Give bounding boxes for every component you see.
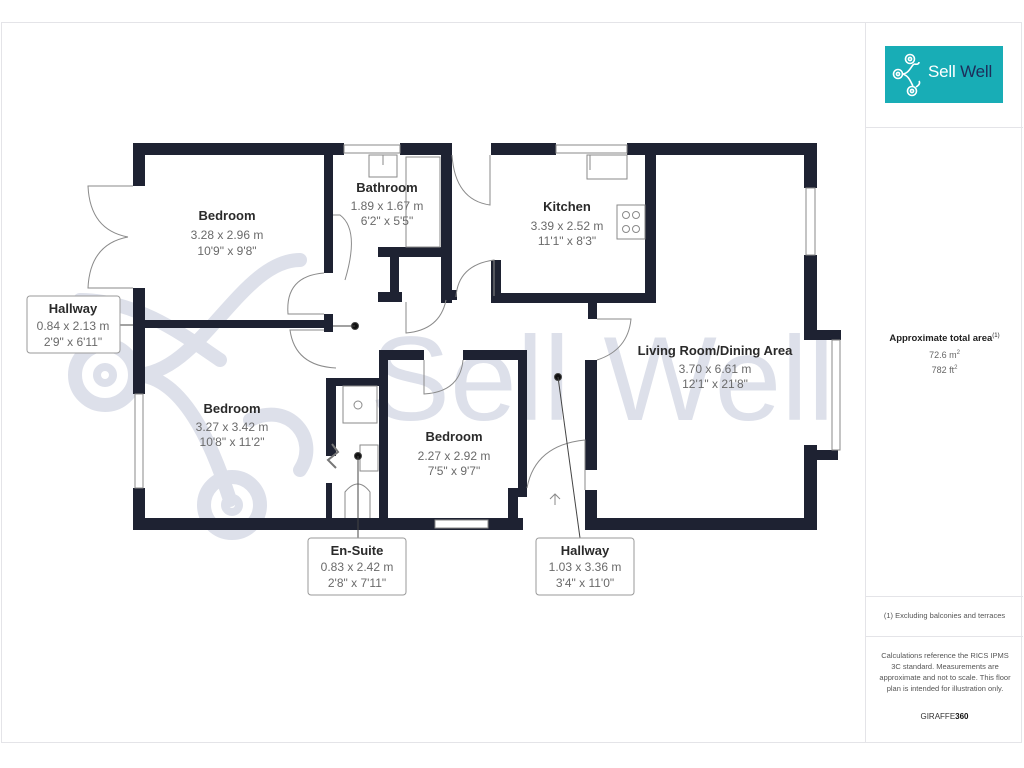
svg-text:1.89 x 1.67 m: 1.89 x 1.67 m xyxy=(351,199,424,213)
callout-pointers xyxy=(120,322,581,539)
room-label-bedroom1: Bedroom 3.28 x 2.96 m 10'9" x 9'8" xyxy=(191,208,264,258)
sell-well-logo: Sell Well xyxy=(885,46,1003,103)
giraffe360-credit: GIRAFFE360 xyxy=(920,712,969,721)
svg-text:10'8" x 11'2": 10'8" x 11'2" xyxy=(200,435,265,449)
svg-text:10'9" x 9'8": 10'9" x 9'8" xyxy=(197,244,256,258)
svg-text:Bedroom: Bedroom xyxy=(198,208,255,223)
svg-text:0.84 x 2.13 m: 0.84 x 2.13 m xyxy=(37,319,110,333)
room-label-bedroom3: Bedroom 2.27 x 2.92 m 7'5" x 9'7" xyxy=(418,429,491,478)
sell-well-logo-icon xyxy=(892,53,921,97)
svg-text:3.27 x 3.42 m: 3.27 x 3.42 m xyxy=(196,420,269,434)
walls xyxy=(133,143,841,530)
area-footnote: (1) Excluding balconies and terraces xyxy=(883,611,1006,620)
floor-plan: Sell Well xyxy=(26,143,841,596)
svg-text:2'8" x 7'11": 2'8" x 7'11" xyxy=(328,576,386,590)
svg-text:Kitchen: Kitchen xyxy=(543,199,591,214)
svg-text:En-Suite: En-Suite xyxy=(331,543,384,558)
svg-text:6'2" x 5'5": 6'2" x 5'5" xyxy=(361,214,413,228)
sidebar-divider xyxy=(866,636,1023,637)
info-sidebar: Sell Well Approximate total area(1) 72.6… xyxy=(865,22,1023,743)
svg-text:Bedroom: Bedroom xyxy=(203,401,260,416)
fixtures xyxy=(342,154,646,518)
room-label-kitchen: Kitchen 3.39 x 2.52 m 11'1" x 8'3" xyxy=(531,199,604,248)
svg-text:11'1" x 8'3": 11'1" x 8'3" xyxy=(538,234,596,248)
callout-ensuite: En-Suite 0.83 x 2.42 m 2'8" x 7'11" xyxy=(307,537,407,596)
watermark-text: Sell Well xyxy=(370,312,835,446)
svg-text:Hallway: Hallway xyxy=(49,301,98,316)
svg-text:Bathroom: Bathroom xyxy=(356,180,417,195)
callout-hallway2: Hallway 1.03 x 3.36 m 3'4" x 11'0" xyxy=(535,537,635,596)
disclaimer-text: Calculations reference the RICS IPMS 3C … xyxy=(879,651,1011,693)
total-area-m2: 72.6 m2 xyxy=(929,350,960,360)
svg-text:0.83 x 2.42 m: 0.83 x 2.42 m xyxy=(321,560,394,574)
svg-text:3'4" x 11'0": 3'4" x 11'0" xyxy=(556,576,614,590)
svg-text:1.03 x 3.36 m: 1.03 x 3.36 m xyxy=(549,560,622,574)
svg-text:3.70 x 6.61 m: 3.70 x 6.61 m xyxy=(679,362,752,376)
sidebar-divider xyxy=(866,596,1023,597)
svg-text:Bedroom: Bedroom xyxy=(425,429,482,444)
svg-text:7'5" x 9'7": 7'5" x 9'7" xyxy=(428,464,480,478)
svg-text:Hallway: Hallway xyxy=(561,543,610,558)
logo-wordmark: Sell Well xyxy=(928,62,993,81)
total-area-ft2: 782 ft2 xyxy=(931,365,958,375)
svg-text:2'9" x 6'11": 2'9" x 6'11" xyxy=(44,335,102,349)
sidebar-divider xyxy=(866,127,1023,128)
windows xyxy=(134,144,841,529)
total-area-title: Approximate total area(1) xyxy=(889,333,1000,345)
svg-text:3.28 x 2.96 m: 3.28 x 2.96 m xyxy=(191,228,264,242)
svg-text:Living Room/Dining Area: Living Room/Dining Area xyxy=(638,343,794,358)
svg-text:12'1" x 21'8": 12'1" x 21'8" xyxy=(682,377,748,391)
doors xyxy=(87,154,632,490)
callout-hallway1: Hallway 0.84 x 2.13 m 2'9" x 6'11" xyxy=(26,295,121,354)
entrance-arrow-icon xyxy=(549,493,561,505)
svg-text:2.27 x 2.92 m: 2.27 x 2.92 m xyxy=(418,449,491,463)
room-label-living: Living Room/Dining Area 3.70 x 6.61 m 12… xyxy=(638,343,794,391)
room-label-bathroom: Bathroom 1.89 x 1.67 m 6'2" x 5'5" xyxy=(351,180,424,228)
room-label-bedroom2: Bedroom 3.27 x 3.42 m 10'8" x 11'2" xyxy=(196,401,269,449)
svg-text:3.39 x 2.52 m: 3.39 x 2.52 m xyxy=(531,219,604,233)
